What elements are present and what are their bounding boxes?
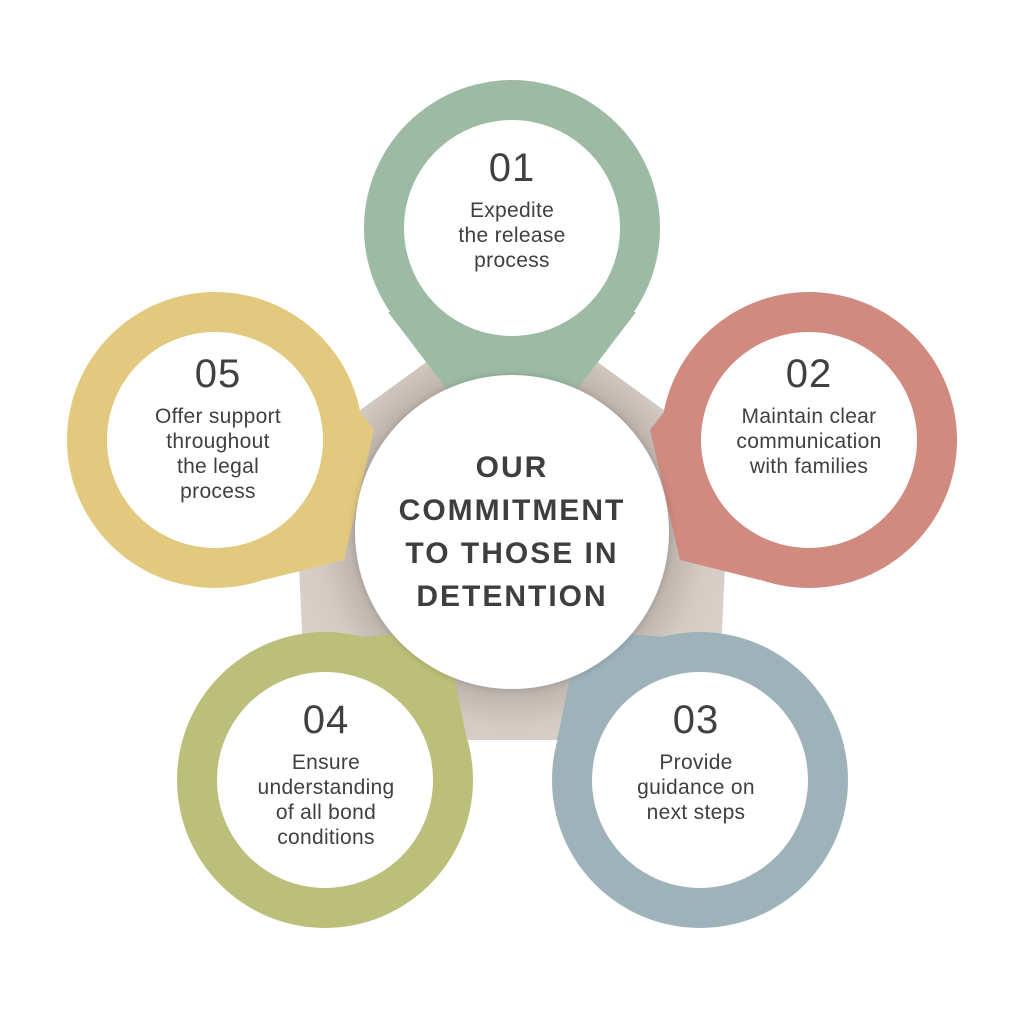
pin-description-line: guidance on — [637, 776, 755, 799]
center-title-line: OUR — [475, 451, 549, 484]
pin-description-line: of all bond — [275, 801, 377, 824]
pin-description-line: process — [474, 249, 550, 272]
center-title: OUR COMMITMENT TO THOSE IN DETENTION — [367, 446, 657, 618]
pin-description-line: Provide — [659, 751, 733, 774]
pin-number: 02 — [785, 352, 833, 396]
pin-description-line: the legal — [176, 455, 260, 478]
pin-01: 01 Expedite the release process — [402, 146, 622, 273]
pin-description-line: communication — [736, 430, 882, 453]
pin-description-line: understanding — [257, 776, 395, 799]
pin-description-line: process — [180, 480, 256, 503]
center-title-line: COMMITMENT — [398, 494, 626, 527]
pin-05: 05 Offer support throughout the legal pr… — [108, 352, 328, 504]
pin-05-shape — [67, 292, 374, 588]
pin-04: 04 Ensure understanding of all bond cond… — [216, 698, 436, 850]
pin-description-line: next steps — [646, 801, 746, 824]
pin-03-shape — [552, 630, 848, 928]
pin-number: 04 — [302, 698, 350, 742]
pin-description-line: Offer support — [154, 405, 282, 428]
center-title-line: DETENTION — [416, 580, 608, 613]
pin-description-line: conditions — [277, 826, 375, 849]
pin-01-shape — [364, 80, 660, 430]
pin-03: 03 Provide guidance on next steps — [586, 698, 806, 825]
pin-description-line: Expedite — [469, 199, 555, 222]
pin-04-shape — [177, 630, 473, 928]
pin-02: 02 Maintain clear communication with fam… — [699, 352, 919, 479]
pin-description-line: the release — [458, 224, 566, 247]
pin-02-shape — [650, 292, 957, 588]
center-title-line: TO THOSE IN — [405, 537, 619, 570]
pin-description-line: Ensure — [291, 751, 361, 774]
center-circle — [355, 375, 669, 689]
pin-description-line: throughout — [166, 430, 270, 453]
pin-number: 03 — [672, 698, 720, 742]
pin-number: 01 — [488, 146, 536, 190]
pin-description-line: with families — [749, 455, 869, 478]
pin-description-line: Maintain clear — [741, 405, 877, 428]
pin-number: 05 — [194, 352, 242, 396]
